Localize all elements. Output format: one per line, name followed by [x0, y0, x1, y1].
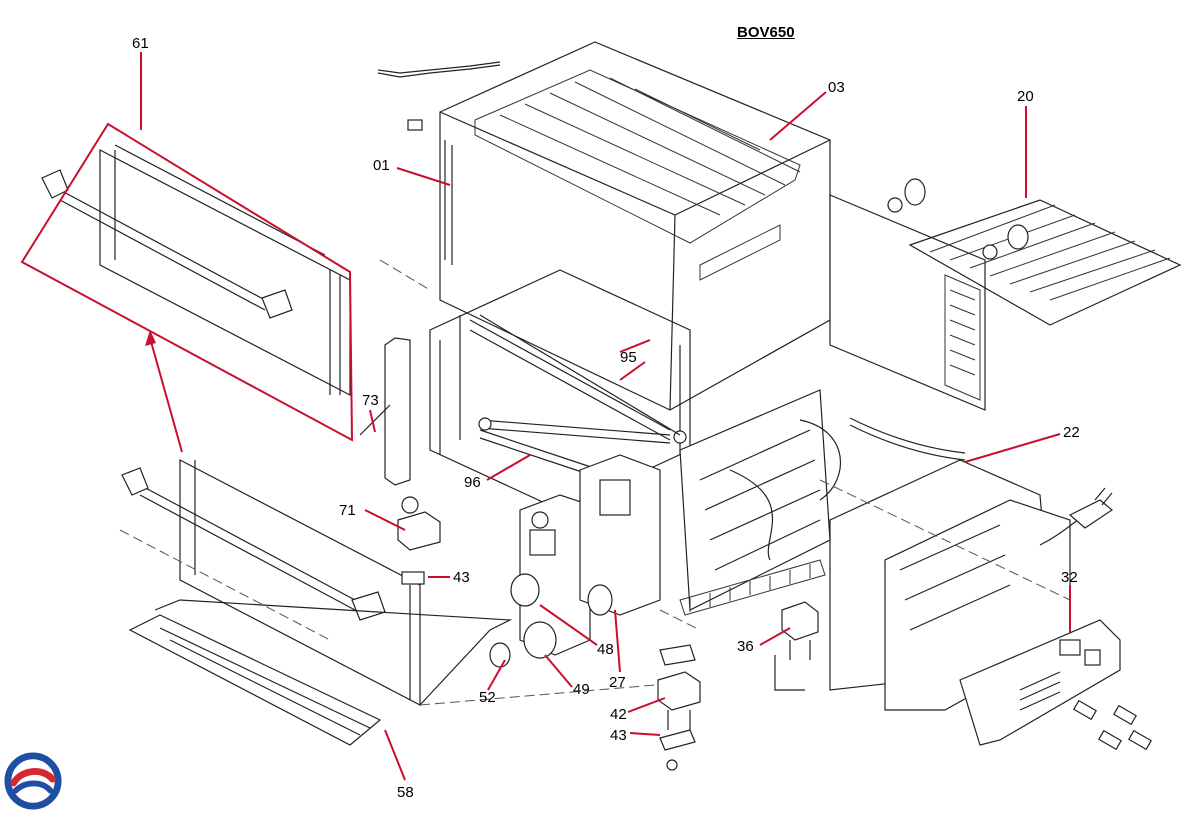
leader-03	[769, 91, 827, 141]
screw-part	[407, 119, 423, 131]
callout-27: 27	[609, 674, 626, 691]
leader-95	[619, 339, 651, 353]
leader-49	[544, 654, 573, 688]
callout-48: 48	[597, 641, 614, 658]
brand-swirl-logo	[4, 752, 62, 810]
callout-58: 58	[397, 784, 414, 801]
assembly-guide-lines	[119, 259, 1071, 706]
callout-22: 22	[1063, 424, 1080, 441]
hinge-bracket-71	[397, 496, 441, 585]
leader-73	[369, 409, 376, 433]
leader-95b	[619, 361, 646, 381]
callout-20: 20	[1017, 88, 1034, 105]
leader-27	[614, 609, 621, 673]
inset-arrow	[149, 337, 183, 453]
leader-48	[539, 604, 598, 646]
door-handle-73	[359, 337, 411, 486]
leader-22	[964, 433, 1061, 463]
door-assembly	[121, 459, 421, 706]
power-cord	[1039, 487, 1114, 546]
callout-43: 43	[453, 569, 470, 586]
callout-42: 42	[610, 706, 627, 723]
callout-61: 61	[132, 35, 149, 52]
crumb-tray	[128, 599, 513, 746]
control-board	[959, 619, 1121, 746]
callout-95: 95	[620, 349, 637, 366]
heating-element-95	[479, 314, 681, 436]
control-knobs	[489, 511, 613, 668]
callout-73: 73	[362, 392, 379, 409]
outer-housing-cover	[439, 41, 831, 411]
callout-36: 36	[737, 638, 754, 655]
foot-assembly-36	[774, 601, 819, 691]
door-exploded-inset	[41, 144, 351, 396]
leader-43b	[629, 732, 661, 736]
terminal-connectors	[1073, 699, 1152, 751]
leader-01	[396, 167, 451, 186]
leader-36	[759, 627, 791, 646]
inset-arrow-head	[145, 330, 156, 346]
internal-chassis	[679, 389, 842, 616]
callout-49: 49	[573, 681, 590, 698]
leader-71	[364, 509, 406, 531]
leader-52	[487, 659, 506, 691]
callout-32: 32	[1061, 569, 1078, 586]
leader-58	[384, 729, 406, 781]
model-title: BOV650	[737, 24, 795, 41]
callout-52: 52	[479, 689, 496, 706]
leader-42	[627, 697, 666, 713]
callout-71: 71	[339, 502, 356, 519]
inset-frame	[20, 122, 354, 442]
control-panel-housing	[519, 454, 661, 656]
leader-96	[486, 454, 531, 481]
callout-96: 96	[464, 474, 481, 491]
callout-03: 03	[828, 79, 845, 96]
top-cable	[377, 61, 501, 78]
callout-01: 01	[373, 157, 390, 174]
foot-assembly-42	[657, 644, 701, 771]
heater-cable	[849, 417, 966, 461]
wire-rack	[908, 199, 1182, 326]
callout-43-lower: 43	[610, 727, 627, 744]
rear-panel	[829, 178, 986, 411]
